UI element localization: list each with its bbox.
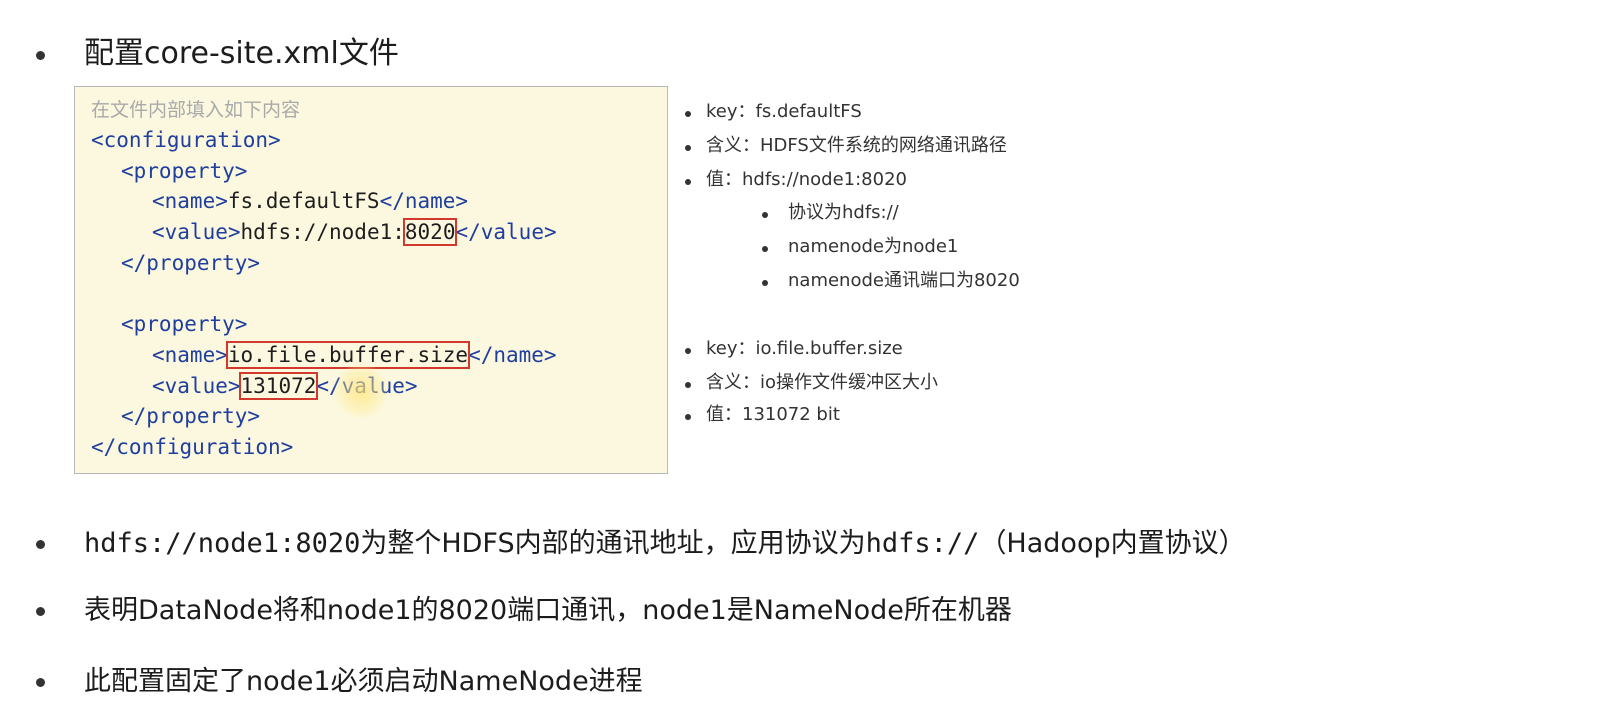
- value-open-tag: <value>: [152, 220, 241, 244]
- note-sub-protocol: 协议为hdfs://: [788, 202, 899, 223]
- note-meaning-2: 含义：io操作文件缓冲区大小: [706, 372, 939, 393]
- value-prefix-1: hdfs://node1:: [240, 220, 405, 244]
- name-close-tag-2: </name>: [468, 343, 557, 367]
- cursor-highlight: [334, 364, 388, 418]
- name-open-tag: <name>: [152, 189, 228, 213]
- buffer-size-value-highlight: 131072: [238, 372, 319, 400]
- note-key-2: key：io.file.buffer.size: [706, 338, 903, 359]
- name-close-tag: </name>: [379, 189, 469, 213]
- page-heading: 配置core-site.xml文件: [84, 36, 399, 71]
- bottom-line-1: hdfs://node1:8020为整个HDFS内部的通讯地址，应用协议为hdf…: [84, 522, 1246, 566]
- code-line-configuration-open: <configuration>: [91, 128, 281, 152]
- bottom-bullet-2: [36, 607, 45, 616]
- code-line-name-1: <name>fs.defaultFS</name>: [152, 186, 468, 216]
- bottom-line-1-text: 为整个HDFS内部的通讯地址，应用协议为: [360, 528, 866, 559]
- bottom-bullet-1: [36, 540, 45, 549]
- code-box: 在文件内部填入如下内容 <configuration> <property> <…: [74, 86, 668, 474]
- name-open-tag-2: <name>: [152, 343, 228, 367]
- bottom-line-1-tail: （Hadoop内置协议）: [979, 528, 1246, 559]
- code-line-configuration-close: </configuration>: [91, 435, 294, 459]
- note-meaning-1: 含义：HDFS文件系统的网络通讯路径: [706, 135, 1007, 156]
- note-value-2: 值：131072 bit: [706, 404, 840, 425]
- note-dot: [685, 111, 691, 117]
- note-dot: [685, 414, 691, 420]
- note-sub-dot: [762, 280, 768, 286]
- code-line-property-close-2: </property>: [121, 404, 261, 428]
- note-dot: [685, 382, 691, 388]
- bottom-line-2: 表明DataNode将和node1的8020端口通讯，node1是NameNod…: [84, 595, 1012, 626]
- value-close-tag: </value>: [455, 220, 557, 244]
- note-sub-dot: [762, 246, 768, 252]
- bottom-bullet-3: [36, 678, 45, 687]
- note-sub-port: namenode通讯端口为8020: [788, 270, 1020, 291]
- code-line-property-open-2: <property>: [121, 312, 248, 336]
- note-dot: [685, 145, 691, 151]
- note-sub-dot: [762, 212, 768, 218]
- code-line-name-2: <name>io.file.buffer.size</name>: [152, 340, 557, 370]
- note-dot: [685, 348, 691, 354]
- code-line-property-open-1: <property>: [121, 159, 248, 183]
- code-line-property-close-1: </property>: [121, 251, 261, 275]
- hdfs-address: hdfs://node1:8020: [84, 528, 361, 559]
- port-highlight: 8020: [402, 218, 458, 246]
- heading-bullet: [36, 51, 45, 60]
- buffer-size-key-highlight: io.file.buffer.size: [225, 341, 471, 369]
- note-sub-namenode: namenode为node1: [788, 236, 959, 257]
- value-open-tag-2: <value>: [152, 374, 241, 398]
- note-value-1: 值：hdfs://node1:8020: [706, 169, 907, 190]
- hdfs-protocol: hdfs://: [865, 528, 980, 559]
- note-dot: [685, 179, 691, 185]
- code-comment: 在文件内部填入如下内容: [91, 99, 301, 121]
- bottom-line-3: 此配置固定了node1必须启动NameNode进程: [84, 666, 643, 697]
- code-line-value-1: <value>hdfs://node1:8020</value>: [152, 217, 557, 247]
- note-key-1: key：fs.defaultFS: [706, 101, 862, 122]
- name-value-1: fs.defaultFS: [227, 189, 380, 213]
